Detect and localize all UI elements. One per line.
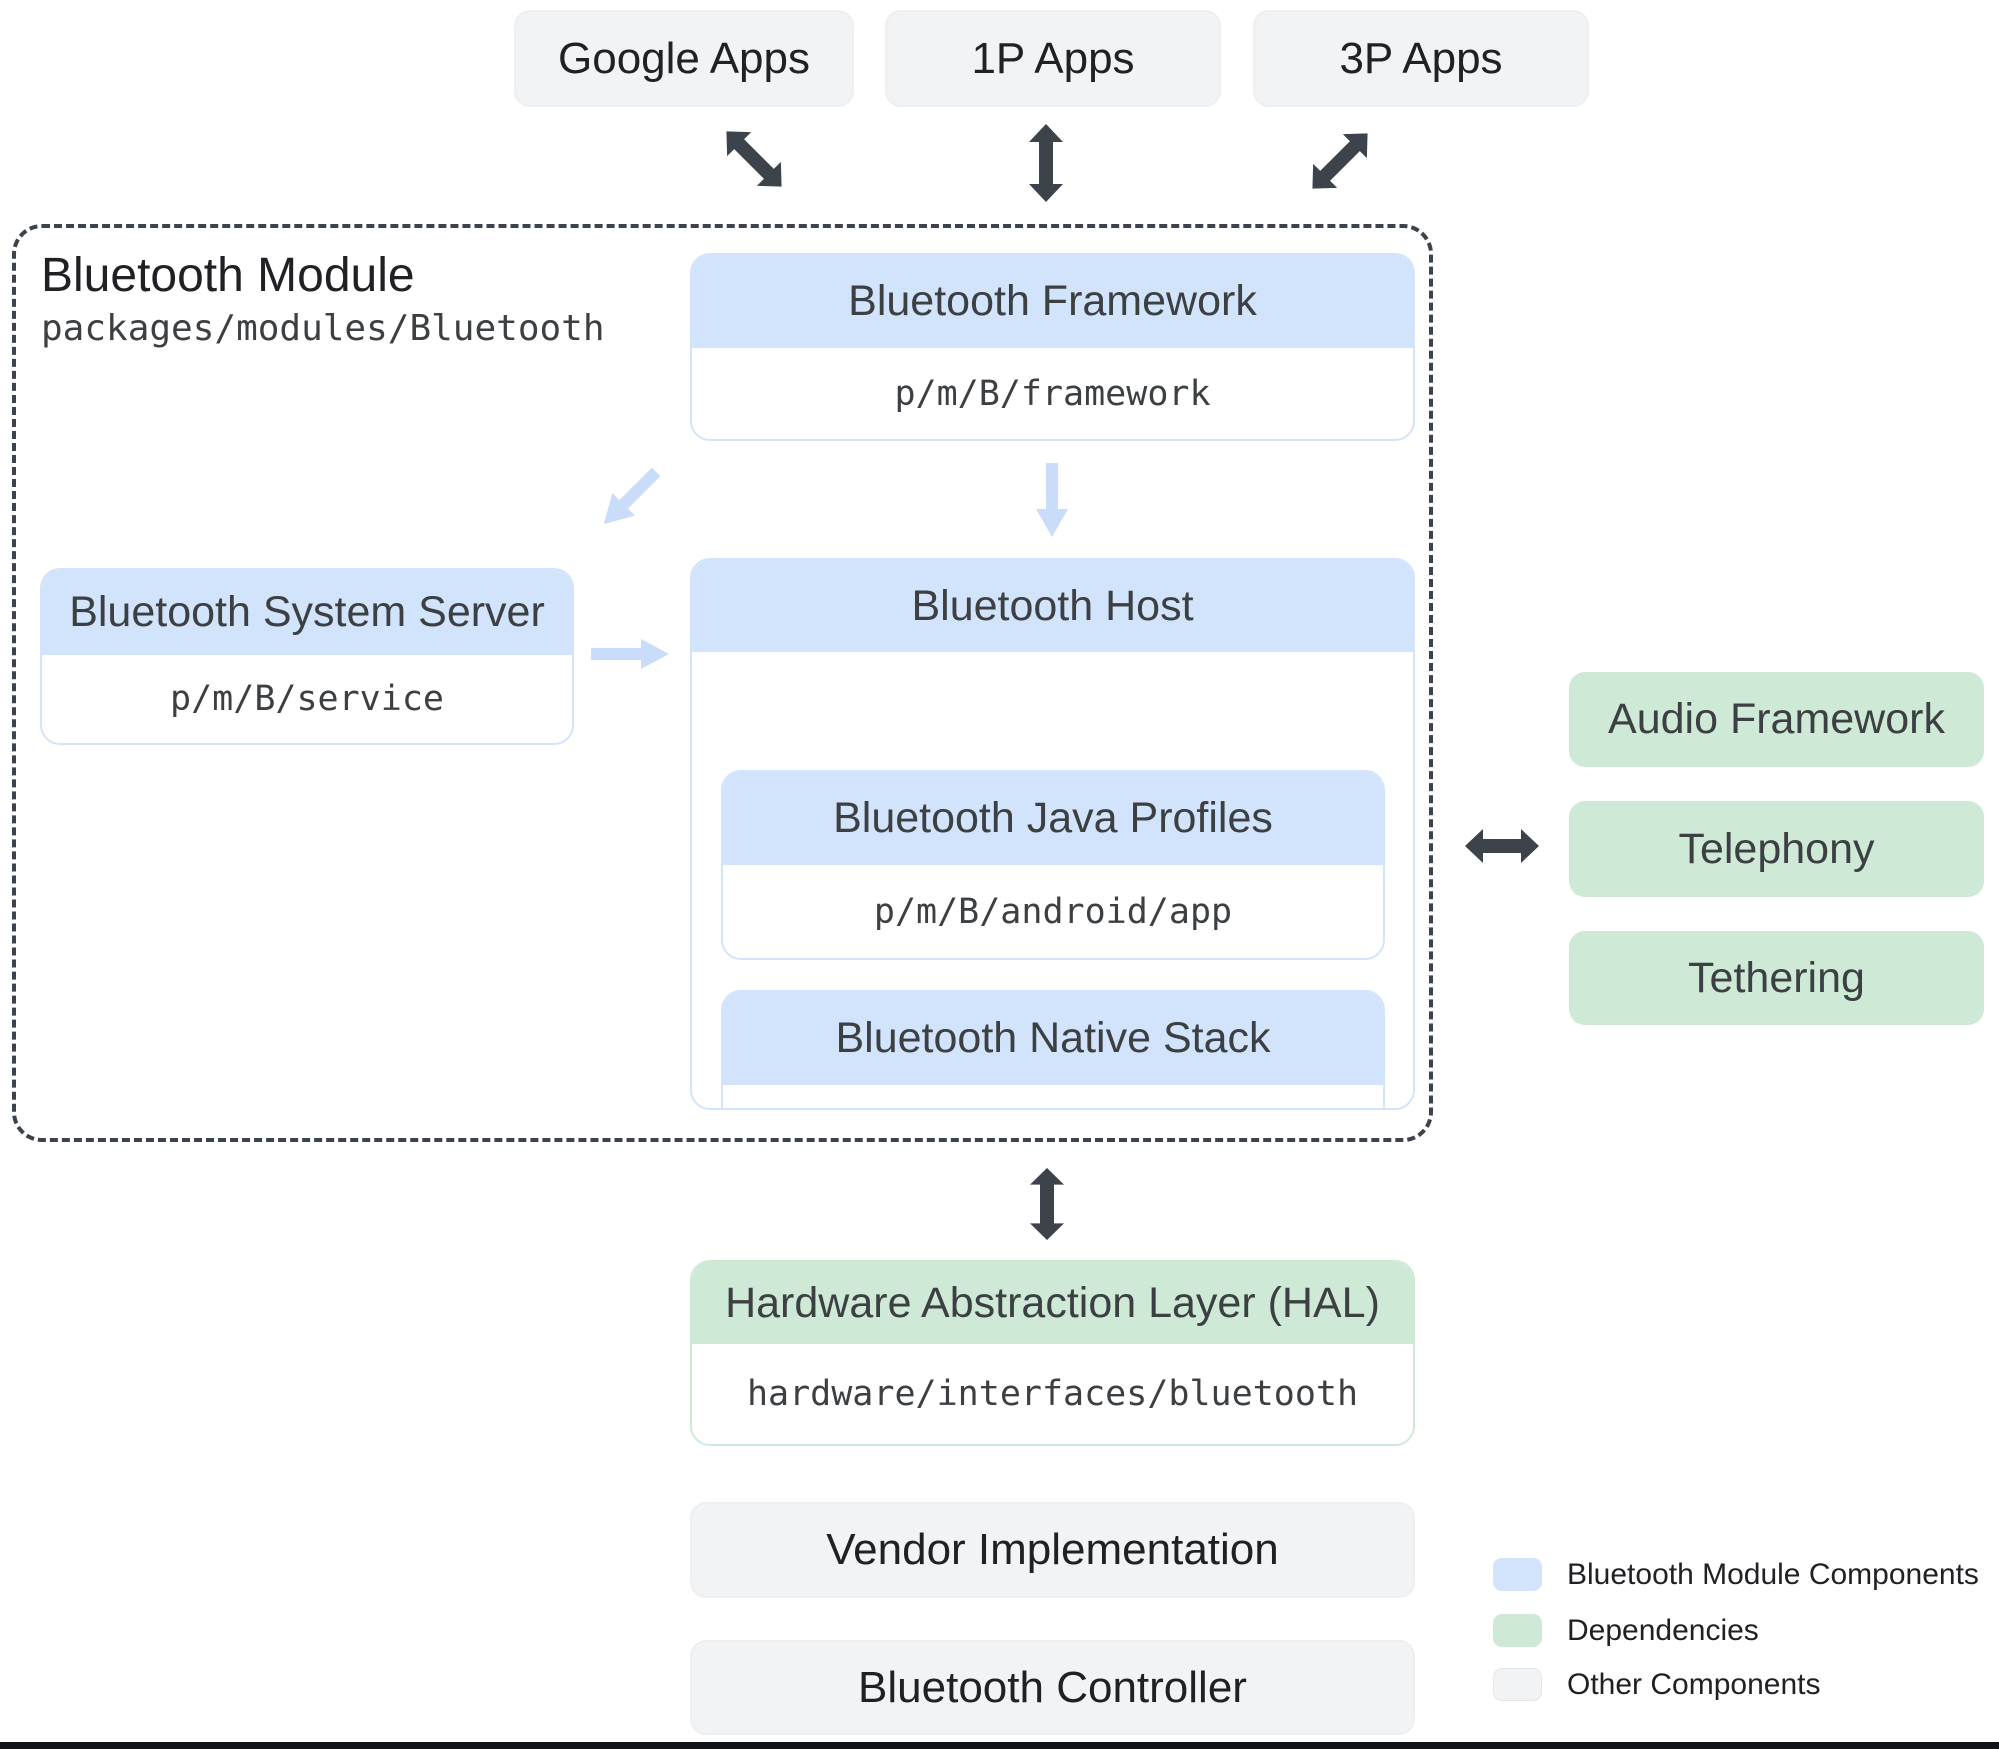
- legend-swatch-other-components: [1493, 1668, 1542, 1701]
- third-party-apps-box: 3P Apps: [1253, 10, 1589, 107]
- bluetooth-host-body: Bluetooth Java Profiles p/m/B/android/ap…: [692, 652, 1413, 1108]
- bluetooth-controller-box: Bluetooth Controller: [690, 1640, 1415, 1735]
- bluetooth-framework-header: Bluetooth Framework: [692, 255, 1413, 348]
- legend-label-module-components: Bluetooth Module Components: [1567, 1557, 1979, 1591]
- bluetooth-system-server-card: Bluetooth System Server p/m/B/service: [40, 568, 574, 745]
- bluetooth-host-header: Bluetooth Host: [692, 560, 1413, 652]
- module-to-dependencies-arrow-icon: [1465, 829, 1539, 863]
- framework-to-host-arrow-icon: [1036, 463, 1068, 537]
- framework-to-system-server-arrow-icon: [593, 461, 668, 536]
- vendor-implementation-label: Vendor Implementation: [826, 1525, 1279, 1574]
- bluetooth-controller-label: Bluetooth Controller: [858, 1662, 1247, 1712]
- bluetooth-system-server-path: p/m/B/service: [42, 655, 572, 743]
- bluetooth-module-title: Bluetooth Module: [41, 249, 415, 302]
- bottom-edge-bar: [0, 1742, 1999, 1749]
- legend-item-dependencies: Dependencies: [1493, 1614, 1759, 1647]
- legend-item-module-components: Bluetooth Module Components: [1493, 1558, 1979, 1591]
- bluetooth-java-profiles-header: Bluetooth Java Profiles: [723, 772, 1383, 865]
- vendor-implementation-box: Vendor Implementation: [690, 1502, 1415, 1598]
- google-apps-box: Google Apps: [514, 10, 854, 107]
- bluetooth-module-boundary: [12, 224, 1433, 1142]
- telephony-label: Telephony: [1678, 824, 1875, 873]
- module-to-hal-arrow-icon: [1030, 1168, 1064, 1240]
- hal-card: Hardware Abstraction Layer (HAL) hardwar…: [690, 1260, 1415, 1446]
- first-party-apps-module-arrow-icon: [1029, 124, 1063, 202]
- google-apps-label: Google Apps: [558, 33, 810, 83]
- legend-label-dependencies: Dependencies: [1567, 1613, 1759, 1647]
- legend-swatch-dependencies: [1493, 1614, 1542, 1647]
- bluetooth-framework-path: p/m/B/framework: [692, 348, 1413, 439]
- audio-framework-label: Audio Framework: [1608, 695, 1945, 743]
- bluetooth-native-stack-header: Bluetooth Native Stack: [723, 992, 1383, 1085]
- bluetooth-native-stack-card: Bluetooth Native Stack p/m/B/system: [721, 990, 1385, 1108]
- tethering-label: Tethering: [1688, 953, 1865, 1002]
- legend-swatch-module-components: [1493, 1558, 1542, 1591]
- bluetooth-module-path: packages/modules/Bluetooth: [41, 308, 605, 349]
- legend-item-other-components: Other Components: [1493, 1668, 1820, 1701]
- google-apps-module-arrow-icon: [714, 119, 793, 198]
- bluetooth-host-card: Bluetooth Host Bluetooth Java Profiles p…: [690, 558, 1415, 1110]
- bluetooth-java-profiles-path: p/m/B/android/app: [723, 865, 1383, 958]
- tethering-box: Tethering: [1569, 931, 1984, 1025]
- hal-header: Hardware Abstraction Layer (HAL): [692, 1262, 1413, 1344]
- audio-framework-box: Audio Framework: [1569, 672, 1984, 767]
- first-party-apps-box: 1P Apps: [885, 10, 1221, 107]
- third-party-apps-module-arrow-icon: [1300, 121, 1379, 200]
- bluetooth-framework-card: Bluetooth Framework p/m/B/framework: [690, 253, 1415, 441]
- legend-label-other-components: Other Components: [1567, 1667, 1821, 1701]
- third-party-apps-label: 3P Apps: [1339, 33, 1503, 83]
- first-party-apps-label: 1P Apps: [971, 33, 1135, 83]
- bluetooth-java-profiles-card: Bluetooth Java Profiles p/m/B/android/ap…: [721, 770, 1385, 960]
- hal-path: hardware/interfaces/bluetooth: [692, 1344, 1413, 1444]
- system-server-to-host-arrow-icon: [591, 639, 669, 669]
- bluetooth-native-stack-path: p/m/B/system: [723, 1085, 1383, 1108]
- telephony-box: Telephony: [1569, 801, 1984, 897]
- bluetooth-system-server-header: Bluetooth System Server: [42, 570, 572, 655]
